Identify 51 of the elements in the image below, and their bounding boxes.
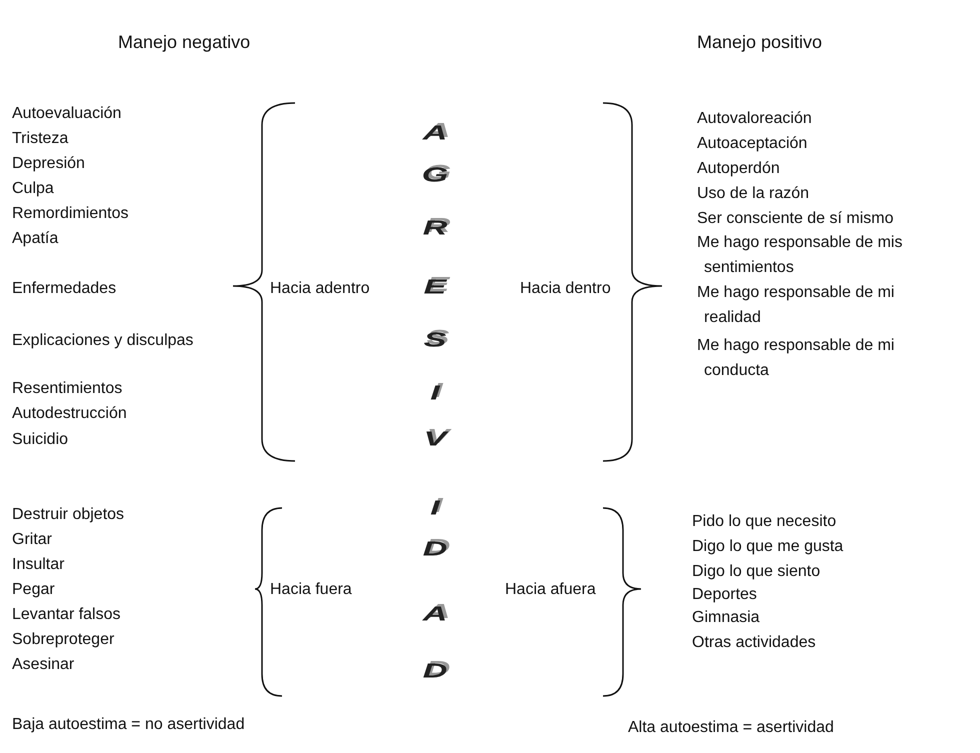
positive-item: Digo lo que siento bbox=[692, 562, 822, 582]
negative-item: Explicaciones y disculpas bbox=[12, 330, 194, 350]
negative-item: Enfermedades bbox=[12, 278, 116, 298]
positive-item: Me hago responsable de mi conducta bbox=[697, 336, 896, 380]
negative-item: Pegar bbox=[12, 580, 55, 600]
stylized-letter: I bbox=[430, 498, 440, 518]
negative-item: Tristeza bbox=[12, 128, 68, 148]
negative-item: Depresión bbox=[12, 154, 85, 174]
stylized-letter: G bbox=[422, 164, 448, 186]
positive-item: Pido lo que necesito bbox=[692, 512, 838, 532]
stylized-letter: S bbox=[424, 330, 446, 350]
positive-item: Autovaloreación bbox=[697, 108, 813, 128]
negative-item: Resentimientos bbox=[12, 378, 122, 398]
column-heading: Manejo positivo bbox=[697, 30, 822, 54]
summary-note: Alta autoestima = asertividad bbox=[628, 718, 834, 738]
positive-item: Digo lo que me gusta bbox=[692, 536, 844, 556]
negative-item: Asesinar bbox=[12, 654, 74, 674]
summary-note: Baja autoestima = no asertividad bbox=[12, 714, 245, 734]
column-heading: Manejo negativo bbox=[118, 30, 250, 54]
direction-label: Hacia dentro bbox=[520, 278, 611, 298]
stylized-letter: D bbox=[422, 660, 448, 682]
stylized-letter: R bbox=[422, 218, 448, 238]
positive-item: Ser consciente de sí mismo bbox=[697, 208, 895, 228]
negative-item: Gritar bbox=[12, 530, 52, 550]
direction-label: Hacia afuera bbox=[505, 580, 596, 600]
stylized-letter: D bbox=[422, 538, 448, 560]
negative-item: Apatía bbox=[12, 228, 58, 248]
direction-label: Hacia adentro bbox=[270, 278, 370, 298]
stylized-letter: A bbox=[422, 122, 448, 144]
negative-item: Sobreproteger bbox=[12, 630, 114, 650]
negative-item: Destruir objetos bbox=[12, 504, 124, 524]
positive-item: Gimnasia bbox=[692, 608, 761, 628]
stylized-letter: V bbox=[424, 428, 446, 450]
stylized-letter: A bbox=[422, 604, 448, 624]
negative-item: Levantar falsos bbox=[12, 604, 121, 624]
negative-item: Insultar bbox=[12, 554, 64, 574]
negative-item: Remordimientos bbox=[12, 204, 128, 224]
positive-item: Autoaceptación bbox=[697, 134, 808, 154]
stylized-letter: E bbox=[424, 276, 446, 298]
positive-item: Me hago responsable de mi realidad bbox=[697, 282, 896, 328]
negative-item: Autoevaluación bbox=[12, 104, 122, 124]
positive-item: Me hago responsable de mis sentimientos bbox=[697, 232, 904, 278]
negative-item: Suicidio bbox=[12, 430, 68, 450]
positive-item: Autoperdón bbox=[697, 158, 781, 178]
stylized-letter: I bbox=[430, 382, 440, 404]
positive-item: Deportes bbox=[692, 584, 758, 604]
positive-item: Otras actividades bbox=[692, 632, 817, 652]
positive-item: Uso de la razón bbox=[697, 184, 810, 204]
negative-item: Autodestrucción bbox=[12, 404, 127, 424]
negative-item: Culpa bbox=[12, 178, 54, 198]
direction-label: Hacia fuera bbox=[270, 580, 352, 600]
